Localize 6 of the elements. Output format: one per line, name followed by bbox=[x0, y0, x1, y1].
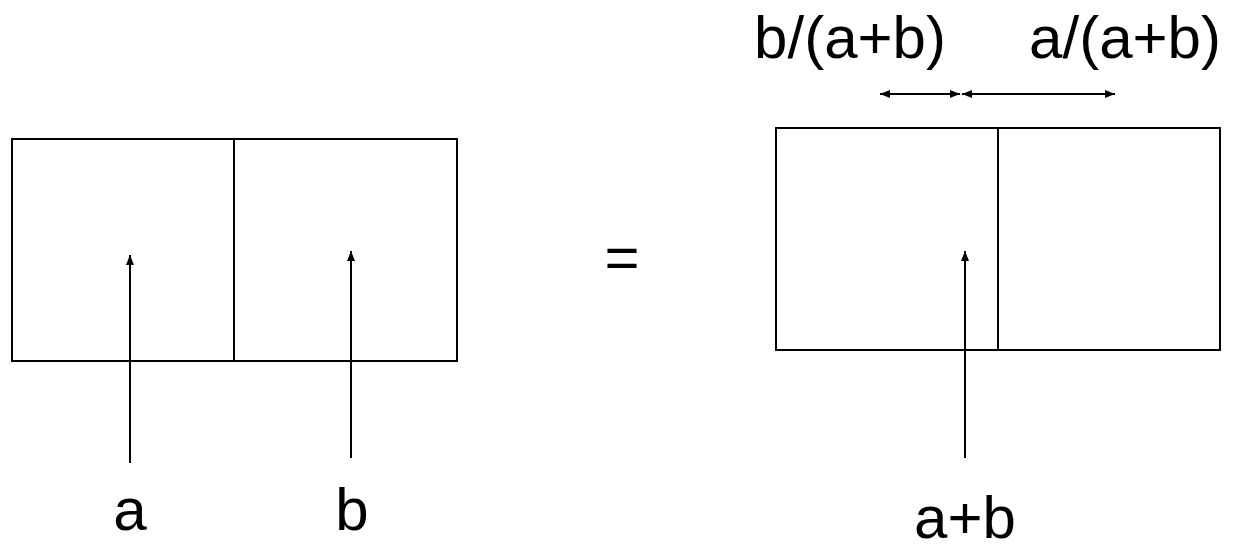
force-label: a bbox=[113, 480, 147, 540]
equals-sign: = bbox=[604, 228, 640, 288]
dimension-label: b/(a+b) bbox=[754, 8, 946, 68]
force-label: b bbox=[335, 480, 369, 540]
force-label: a+b bbox=[914, 488, 1016, 546]
dimension-label: a/(a+b) bbox=[1029, 8, 1221, 68]
